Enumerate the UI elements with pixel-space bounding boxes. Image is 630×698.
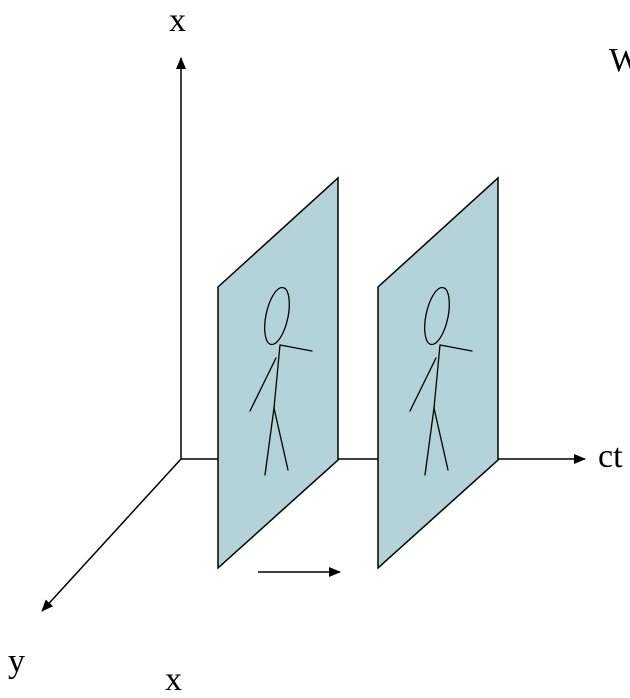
stick-figure-icon <box>409 286 473 476</box>
stick-figure-icon <box>249 286 313 476</box>
frame-1 <box>217 176 339 570</box>
y-axis-label: y <box>8 643 25 680</box>
ct-axis-label: ct <box>598 438 623 475</box>
x-axis-label: x <box>169 2 186 39</box>
edge-letter: W <box>609 42 630 79</box>
frame-2 <box>377 176 499 570</box>
frame-2-plane <box>377 176 499 570</box>
y-axis-line <box>41 458 182 612</box>
motion-axis-label: x <box>165 661 182 698</box>
frame-1-plane <box>217 176 339 570</box>
